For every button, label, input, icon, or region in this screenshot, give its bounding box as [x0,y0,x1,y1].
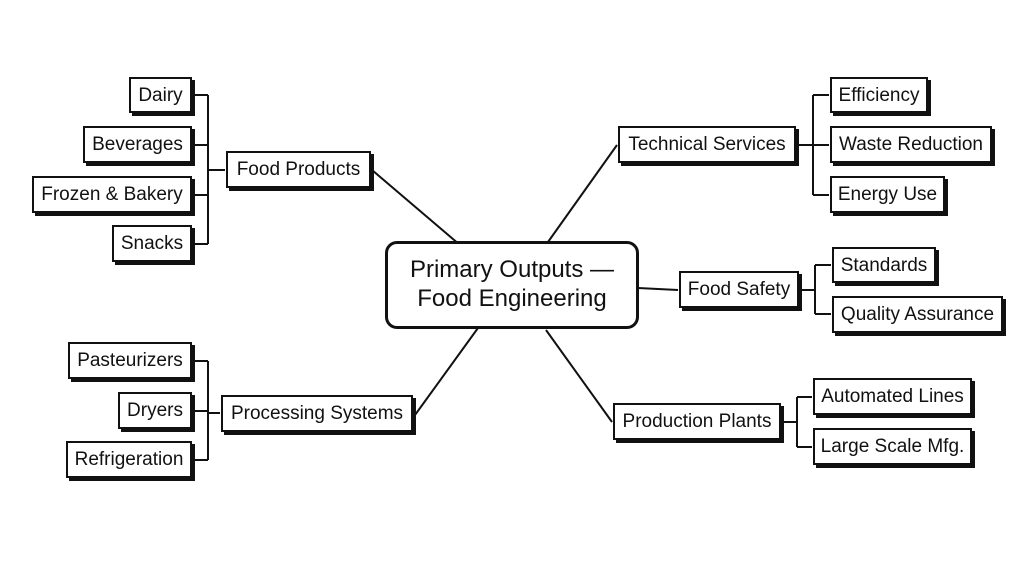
edge-center-processing-systems [414,327,479,416]
leaf-beverages: Beverages [83,126,192,163]
edge-center-production-plants [545,329,613,423]
leaf-snacks: Snacks [112,225,192,262]
branch-processing-systems: Processing Systems [221,395,413,432]
leaf-energy-use: Energy Use [830,176,945,213]
edge-center-food-safety [637,287,679,291]
leaf-dryers: Dryers [118,392,192,429]
edge-center-food-products [371,169,461,246]
leaf-quality-assurance: Quality Assurance [832,296,1003,333]
leaf-efficiency: Efficiency [830,77,928,113]
leaf-dairy: Dairy [129,77,192,113]
branch-food-safety: Food Safety [679,271,799,308]
leaf-automated-lines: Automated Lines [813,378,972,415]
central-topic-line-1: Primary Outputs — [409,256,615,284]
branch-production-plants: Production Plants [613,403,781,440]
leaf-frozen-bakery: Frozen & Bakery [32,176,192,213]
branch-food-products: Food Products [226,151,371,188]
leaf-pasteurizers: Pasteurizers [68,342,192,379]
central-topic: Primary Outputs — Food Engineering [385,241,639,329]
edge-center-technical-services [547,144,618,243]
leaf-standards: Standards [832,247,936,283]
leaf-waste-reduction: Waste Reduction [830,126,992,163]
central-topic-line-2: Food Engineering [417,285,607,312]
leaf-large-scale-mfg: Large Scale Mfg. [813,428,972,465]
branch-technical-services: Technical Services [618,126,796,163]
leaf-refrigeration: Refrigeration [66,441,192,478]
